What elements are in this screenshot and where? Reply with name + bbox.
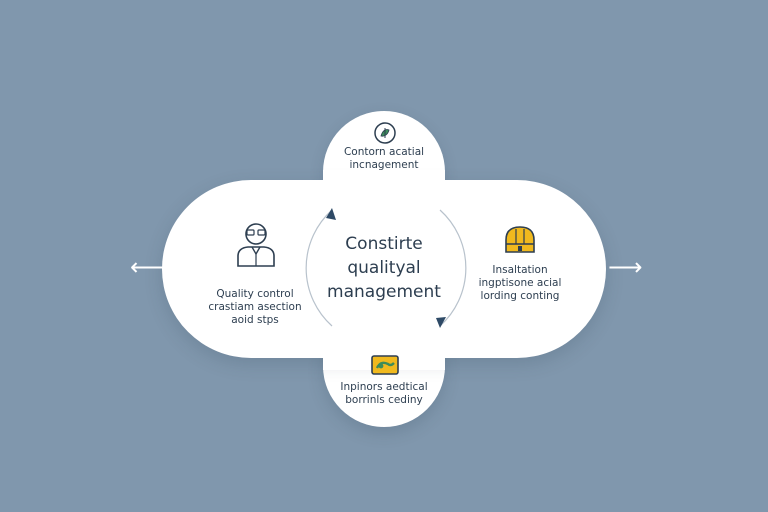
center-line-3: management <box>327 282 441 302</box>
left-node-line-1: Quality control <box>216 288 294 300</box>
left-node-label: Quality control crastiam asection aoid s… <box>200 288 310 327</box>
left-node-line-2: crastiam asection <box>208 301 302 313</box>
merge-top <box>323 170 445 230</box>
bottom-node-label: Inpinors aedtical borrinls cediny <box>323 381 445 407</box>
bottom-node-line-2: borrinls cediny <box>345 394 423 406</box>
top-node-line-1: Contorn acatial <box>343 146 425 158</box>
top-node-line-2: incnagement <box>349 159 419 171</box>
top-node-label: Contorn acatial incnagement <box>323 146 445 172</box>
helmet-icon <box>505 226 535 253</box>
box-icon <box>371 355 399 375</box>
cycle-arrow-down-icon <box>436 317 446 328</box>
right-node-line-2: ingptisone acial <box>478 277 562 289</box>
right-node-line-1: Insaltation <box>492 264 548 276</box>
bottom-node-line-1: Inpinors aedtical <box>340 381 428 393</box>
person-icon <box>237 223 275 267</box>
center-title: Constirte qualityal management <box>318 232 450 304</box>
left-node-line-3: aoid stps <box>231 314 279 326</box>
cycle-arrow-up-icon <box>326 208 336 220</box>
center-line-2: qualityal <box>347 258 421 278</box>
arrow-right-icon[interactable]: ⟶ <box>608 253 643 281</box>
right-node-line-3: lording conting <box>480 290 560 302</box>
gear-leaf-icon <box>374 122 396 144</box>
right-node-label: Insaltation ingptisone acial lording con… <box>470 264 570 303</box>
arrow-left-icon[interactable]: ⟵ <box>130 253 165 281</box>
center-line-1: Constirte <box>345 234 423 254</box>
